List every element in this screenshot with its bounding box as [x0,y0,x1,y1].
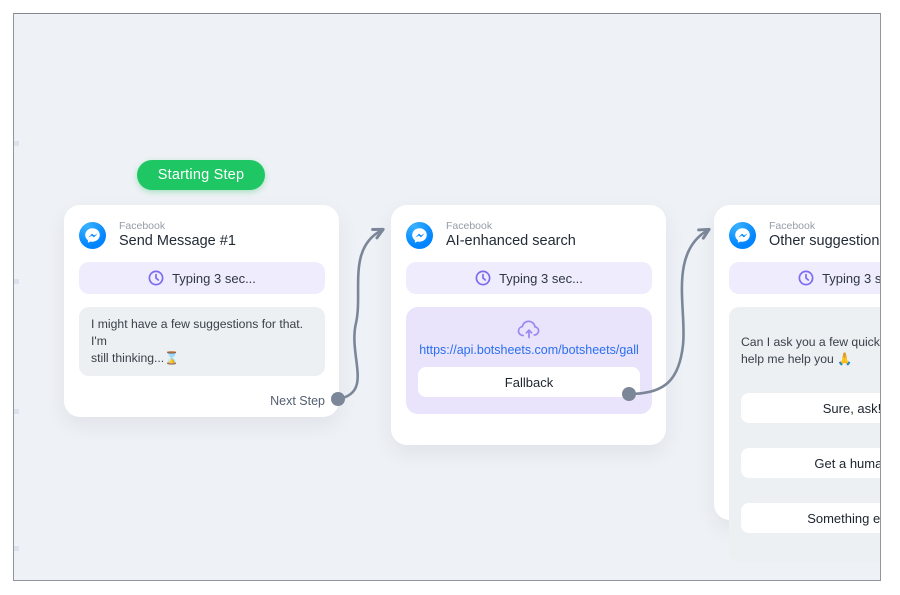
platform-label: Facebook [769,220,816,232]
typing-delay-row[interactable]: Typing 3 sec... [79,262,325,294]
canvas-tick [14,141,19,146]
card-header: Facebook Send Message #1 [79,220,236,250]
card-title: AI-enhanced search [446,233,576,249]
canvas-tick [14,546,19,551]
canvas-tick [14,279,19,284]
starting-step-badge[interactable]: Starting Step [137,160,265,190]
flow-canvas[interactable]: Starting Step Facebook Send Message #1 T… [13,13,881,581]
messenger-icon [79,222,106,249]
messenger-icon [729,222,756,249]
step-card-ai-search[interactable]: Facebook AI-enhanced search Typing 3 sec… [391,205,666,445]
card-header: Facebook Other suggestions [729,220,881,250]
typing-delay-row[interactable]: Typing 3 sec... [406,262,652,294]
next-step-link[interactable]: Next Step [270,394,325,408]
messenger-icon [406,222,433,249]
step-card-other-suggestions[interactable]: Facebook Other suggestions Typing 3 sec.… [714,205,881,562]
card-title: Send Message #1 [119,233,236,249]
typing-delay-row[interactable]: Typing 3 sec... [729,262,881,294]
canvas-tick [14,409,19,414]
typing-label: Typing 3 sec... [822,270,881,286]
quick-reply-button[interactable]: Get a human [741,448,880,478]
step-card-send-message[interactable]: Facebook Send Message #1 Typing 3 sec...… [64,205,339,417]
clock-icon [475,270,491,286]
typing-label: Typing 3 sec... [499,270,583,286]
api-request-block[interactable]: https://api.botsheets.com/botsheets/gall… [406,307,652,414]
card-title: Other suggestions [769,233,881,249]
message-bubble[interactable]: I might have a few suggestions for that.… [79,307,325,376]
clock-icon [798,270,814,286]
quick-reply-button[interactable]: Sure, ask! [741,393,880,423]
fallback-button[interactable]: Fallback [418,367,640,397]
typing-label: Typing 3 sec... [172,270,256,286]
bubble-text: Can I ask you a few quick questions to h… [741,335,880,366]
card-header: Facebook AI-enhanced search [406,220,576,250]
quick-reply-button[interactable]: Something else [741,503,880,533]
platform-label: Facebook [119,220,166,232]
clock-icon [148,270,164,286]
wire-next-step-to-card2 [336,227,385,401]
api-url-link[interactable]: https://api.botsheets.com/botsheets/gall [419,343,639,357]
message-bubble[interactable]: Can I ask you a few quick questions to h… [729,307,880,562]
cloud-upload-icon [517,320,540,339]
platform-label: Facebook [446,220,493,232]
